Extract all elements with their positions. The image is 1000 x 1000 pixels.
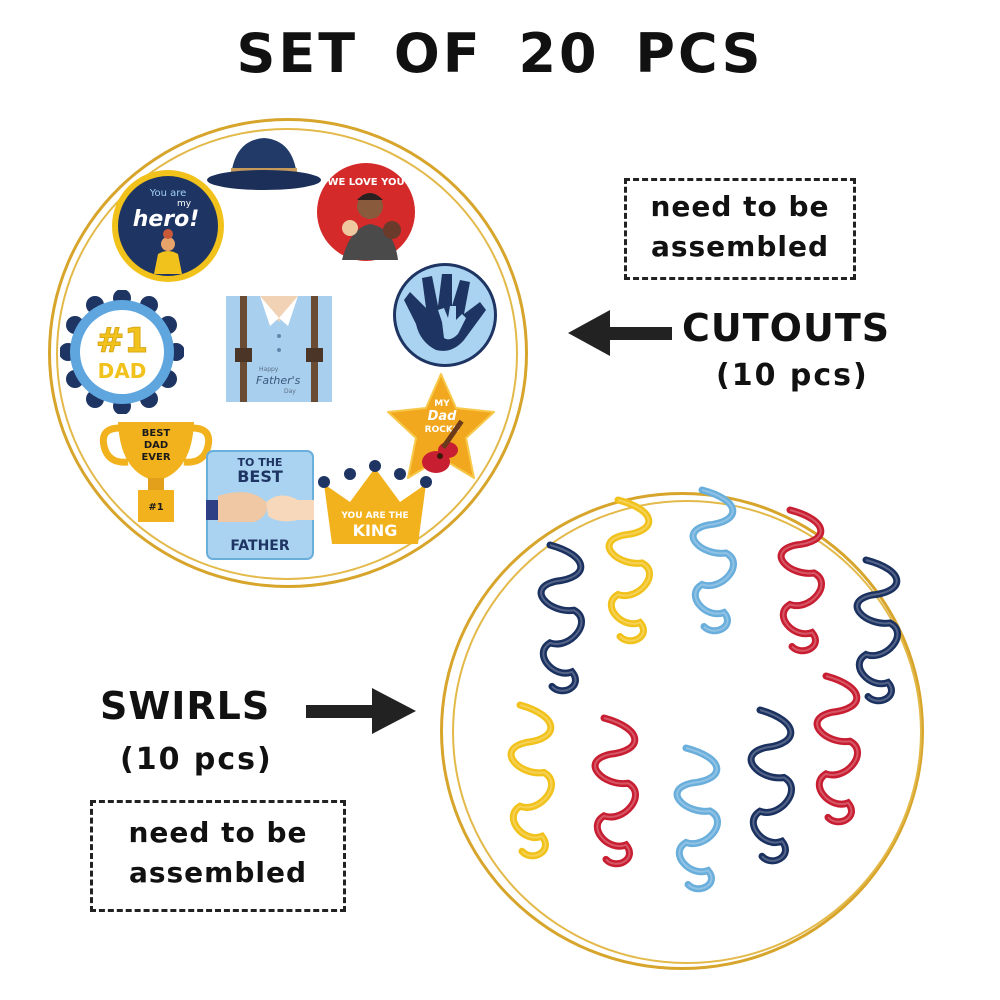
swirl-3 [689, 486, 737, 635]
king-crown: YOU ARE THE KING [318, 460, 432, 544]
card-best-text: BEST [237, 467, 283, 486]
dad-text: DAD [98, 359, 147, 383]
best-father-card: TO THE BEST FATHER [206, 450, 314, 560]
page-title: SET OF 20 PCS [236, 22, 764, 85]
swirl-highlight-3 [692, 489, 735, 632]
card-to-text: TO THE [238, 456, 283, 469]
cutouts-ring-inner [56, 128, 518, 580]
my-dad-rocks-star: MY Dad ROCKS [387, 373, 495, 479]
cutouts-note-line1: need to be [650, 190, 830, 223]
cutouts-label: CUTOUTS [682, 306, 891, 350]
swirl-10 [813, 672, 861, 826]
card-father-text: FATHER [230, 538, 290, 554]
swirl-highlight-10 [816, 675, 859, 823]
swirls-label: SWIRLS [100, 684, 271, 728]
swirl-highlight-7 [594, 717, 637, 865]
swirl-highlight-1 [540, 544, 583, 692]
hero-badge: You are my hero! [112, 170, 224, 282]
swirl-9 [747, 706, 795, 865]
star-my-text: MY [434, 399, 450, 409]
cutouts-note-line2: assembled [650, 230, 830, 263]
swirl-highlight-6 [510, 704, 553, 857]
trophy-ever-text: EVER [141, 452, 170, 463]
hero-main-text: hero! [133, 207, 200, 232]
hands-badge [393, 263, 497, 367]
number-one-text: #1 [96, 321, 148, 361]
fathers-text: Father's [256, 374, 301, 387]
swirl-1 [537, 541, 585, 695]
hero-top-text: You are [149, 188, 187, 199]
swirl-4 [777, 506, 825, 655]
shirt-cutout: Happy Father's Day [226, 296, 332, 402]
swirl-highlight-5 [856, 559, 899, 702]
swirl-highlight-8 [676, 747, 719, 890]
trophy-best-text: BEST [142, 428, 171, 439]
swirl-2 [605, 496, 653, 645]
swirls-ring-inner [452, 500, 922, 964]
trophy-num-text: #1 [148, 502, 163, 513]
star-dad-text: Dad [428, 409, 458, 424]
swirl-7 [591, 714, 639, 868]
swirl-8 [673, 744, 721, 893]
swirl-5 [853, 556, 901, 705]
swirls-count: (10 pcs) [120, 742, 273, 777]
cutouts-count: (10 pcs) [716, 358, 869, 393]
number-one-dad-rosette: #1 DAD [60, 290, 184, 414]
hat-icon [207, 138, 321, 190]
swirls-note-line2: assembled [128, 856, 308, 889]
swirl-highlight-2 [608, 499, 651, 642]
swirl-6 [507, 701, 555, 860]
happy-text: Happy [259, 366, 279, 373]
we-love-you-badge: WE LOVE YOU [314, 160, 418, 264]
day-text: Day [284, 388, 296, 395]
trophy-dad-text: DAD [144, 440, 168, 451]
cutouts-ring-outer [48, 118, 528, 588]
arrow-left-icon [568, 310, 672, 356]
star-rocks-text: ROCKS [425, 425, 460, 435]
cutouts-assembly-note: need to be assembled [624, 178, 856, 280]
arrow-right-icon [306, 688, 416, 734]
crown-line1-text: YOU ARE THE [340, 511, 408, 521]
swirls-ring-outer [440, 492, 924, 970]
swirl-highlight-4 [780, 509, 823, 652]
swirls-note-line1: need to be [128, 816, 308, 849]
love-text: WE LOVE YOU [327, 177, 404, 188]
swirl-highlight-9 [750, 709, 793, 862]
best-dad-trophy: BEST DAD EVER #1 [99, 422, 213, 522]
crown-line2-text: KING [353, 521, 398, 540]
swirls-assembly-note: need to be assembled [90, 800, 346, 912]
hero-mid-text: my [177, 199, 192, 209]
